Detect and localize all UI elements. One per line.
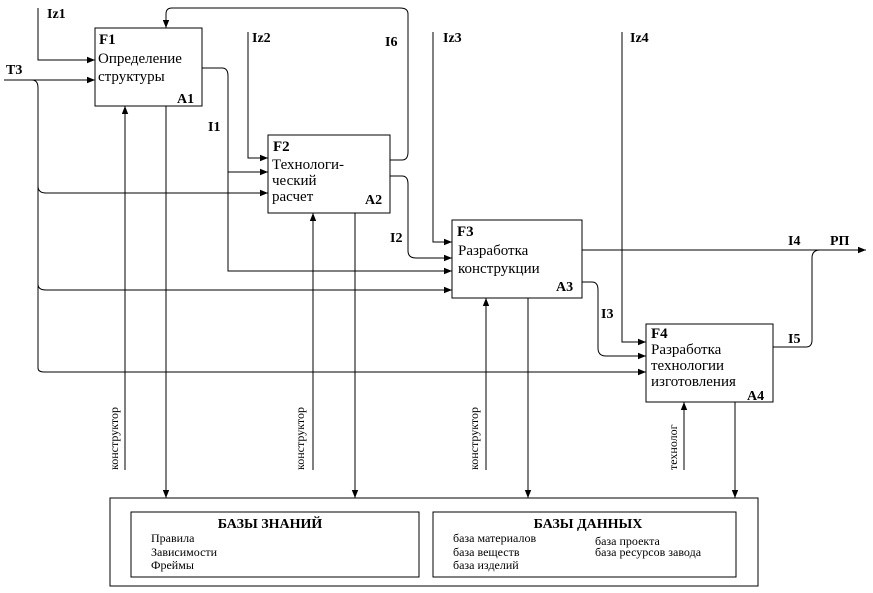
flow-label-i5: I5 (788, 332, 800, 347)
function-block-f4[interactable]: F4 Разработка технологии изготовления A4 (645, 323, 774, 404)
output-label-pp: PП (830, 234, 850, 249)
function-name-line: Технологи- (272, 157, 344, 173)
arrow-i2-f3 (390, 175, 452, 262)
arrow-iz4 (621, 32, 646, 346)
databases-box[interactable]: БАЗЫ ДАННЫХ база материалов база веществ… (432, 511, 737, 578)
flow-label-i6: I6 (385, 35, 397, 50)
function-id-f4: F4 (651, 326, 668, 342)
function-name-line: Разработка (458, 243, 529, 259)
flow-label-i1: I1 (208, 120, 220, 135)
arrow-i1-f3 (202, 67, 452, 275)
arrow-i5-output (773, 249, 821, 348)
arrow-iz2 (247, 32, 268, 162)
database-item: база изделий (453, 558, 519, 572)
function-name-line: конструкции (458, 261, 540, 277)
knowledge-item: Зависимости (151, 545, 218, 559)
function-code-a4: A4 (747, 389, 764, 404)
input-label-iz3: Iz3 (443, 31, 462, 46)
input-label-iz4: Iz4 (630, 31, 649, 46)
database-item: база проекта (595, 534, 660, 548)
mechanism-label-f2: конструктор (293, 407, 307, 470)
function-name-line: Определение (98, 51, 182, 67)
knowledge-item: Правила (151, 531, 195, 545)
database-item: база материалов (453, 531, 536, 545)
flow-label-i2: I2 (390, 231, 402, 246)
function-block-f2[interactable]: F2 Технологи- ческий расчет A2 (267, 134, 391, 214)
mechanism-label-f4: технолог (666, 424, 680, 470)
function-id-f3: F3 (457, 224, 474, 240)
function-name-line: технологии (651, 358, 724, 374)
input-label-iz2: Iz2 (252, 31, 271, 46)
database-item: база веществ (453, 545, 520, 559)
function-block-f1[interactable]: F1 Определение структуры A1 (94, 27, 203, 107)
input-label-iz1: Iz1 (47, 7, 66, 22)
flow-label-i3: I3 (601, 307, 613, 322)
input-label-t3: T3 (6, 63, 22, 78)
mechanism-label-f1: конструктор (107, 407, 121, 470)
function-id-f2: F2 (273, 139, 290, 155)
knowledge-bases-title: БАЗЫ ЗНАНИЙ (218, 515, 323, 532)
arrow-t3-f4 (31, 79, 646, 376)
database-item: база ресурсов завода (595, 545, 702, 559)
arrow-i3-f4 (582, 281, 646, 360)
function-code-a2: A2 (365, 193, 382, 208)
function-name-line: изготовления (651, 374, 736, 390)
arrow-iz3 (432, 32, 452, 246)
mechanism-label-f3: конструктор (467, 407, 481, 470)
knowledge-bases-box[interactable]: БАЗЫ ЗНАНИЙ Правила Зависимости Фреймы (130, 511, 420, 578)
databases-title: БАЗЫ ДАННЫХ (534, 517, 643, 532)
function-block-f3[interactable]: F3 Разработка конструкции A3 (451, 219, 583, 299)
function-name-line: структуры (98, 69, 165, 85)
knowledge-item: Фреймы (151, 558, 194, 572)
function-name-line: расчет (272, 189, 314, 205)
function-name-line: ческий (272, 173, 317, 189)
function-code-a1: A1 (177, 92, 194, 107)
arrow-t3-f2 (37, 185, 268, 197)
arrow-t3-f3 (37, 283, 452, 294)
function-id-f1: F1 (99, 32, 116, 48)
arrow-i6-f1 (162, 7, 409, 161)
flow-label-i4: I4 (788, 234, 800, 249)
function-code-a3: A3 (556, 280, 573, 295)
function-name-line: Разработка (651, 342, 722, 358)
arrow-iz1 (37, 8, 95, 64)
